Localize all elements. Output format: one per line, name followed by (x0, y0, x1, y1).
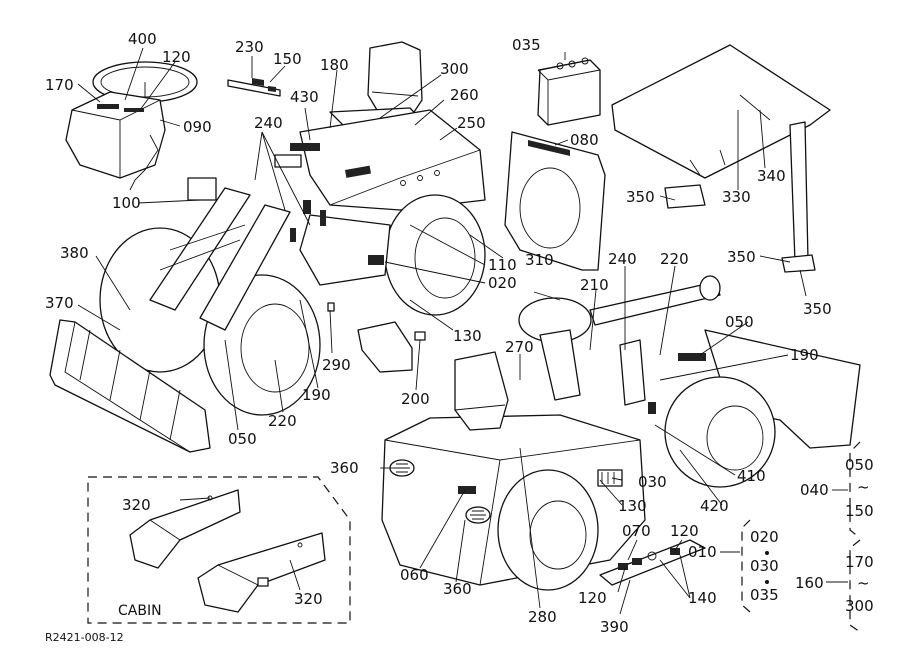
callout-270: 270 (505, 338, 534, 356)
radiator-shroud (504, 131, 606, 271)
callout-035-set: 035 (750, 586, 779, 604)
callout-350: 350 (727, 248, 756, 266)
callout-020: 020 (488, 274, 517, 292)
callout-290: 290 (322, 356, 351, 374)
callout-150: 150 (273, 50, 302, 68)
callout-210: 210 (580, 276, 609, 294)
callout-030: 030 (638, 473, 667, 491)
callout-400: 400 (128, 30, 157, 48)
floor-plate (599, 539, 706, 586)
wheel-loader-rear-view (381, 275, 861, 591)
callout-130: 130 (453, 327, 482, 345)
callout-240: 240 (608, 250, 637, 268)
callout-170-range: 170 (845, 553, 874, 571)
callout-130: 130 (618, 497, 647, 515)
callout-150-range: 150 (845, 502, 874, 520)
callout-370: 370 (45, 294, 74, 312)
callout-120: 120 (670, 522, 699, 540)
callout-050-range: 050 (845, 456, 874, 474)
callout-420: 420 (700, 497, 729, 515)
callout-320: 320 (294, 590, 323, 608)
callout-180: 180 (320, 56, 349, 74)
decal-strip (227, 78, 281, 97)
callout-020-set: 020 (750, 528, 779, 546)
callout-120: 120 (162, 48, 191, 66)
cabin-label: CABIN (118, 603, 162, 619)
callout-230: 230 (235, 38, 264, 56)
callout-300: 300 (440, 60, 469, 78)
callout-280: 280 (528, 608, 557, 626)
callout-390: 390 (600, 618, 629, 636)
callout-080: 080 (570, 131, 599, 149)
callout-260: 260 (450, 86, 479, 104)
set-dot (765, 551, 769, 555)
callout-140: 140 (688, 589, 717, 607)
callout-380: 380 (60, 244, 89, 262)
callout-040: 040 (800, 481, 829, 499)
callout-200: 200 (401, 390, 430, 408)
callout-010: 010 (688, 543, 717, 561)
callout-120: 120 (578, 589, 607, 607)
cabin-inset (87, 476, 351, 624)
callout-190: 190 (790, 346, 819, 364)
reference-brackets (720, 441, 861, 633)
callout-320: 320 (122, 496, 151, 514)
callout-410: 410 (737, 467, 766, 485)
canopy-roof (611, 44, 831, 273)
range-tilde: ~ (857, 478, 870, 496)
callout-labels: 400 120 170 090 230 150 180 430 300 260 … (45, 30, 874, 644)
callout-430: 430 (290, 88, 319, 106)
callout-360: 360 (443, 580, 472, 598)
drawing-code: R2421-008-12 (45, 631, 124, 644)
callout-240: 240 (254, 114, 283, 132)
callout-170: 170 (45, 76, 74, 94)
callout-090: 090 (183, 118, 212, 136)
range-tilde: ~ (857, 574, 870, 592)
callout-220: 220 (268, 412, 297, 430)
callout-190: 190 (302, 386, 331, 404)
callout-070: 070 (622, 522, 651, 540)
callout-160: 160 (795, 574, 824, 592)
callout-360: 360 (330, 459, 359, 477)
callout-110: 110 (488, 256, 517, 274)
callout-030-set: 030 (750, 557, 779, 575)
wheel-loader-side-view (49, 41, 486, 453)
callout-340: 340 (757, 167, 786, 185)
callout-350: 350 (803, 300, 832, 318)
callout-350: 350 (626, 188, 655, 206)
callout-060: 060 (400, 566, 429, 584)
callout-050: 050 (228, 430, 257, 448)
leader-lines (77, 47, 807, 615)
callout-330: 330 (722, 188, 751, 206)
battery (537, 57, 601, 126)
callout-310: 310 (525, 251, 554, 269)
callout-250: 250 (457, 114, 486, 132)
callout-300-range: 300 (845, 597, 874, 615)
callout-035: 035 (512, 36, 541, 54)
callout-220: 220 (660, 250, 689, 268)
callout-050: 050 (725, 313, 754, 331)
set-dot (765, 580, 769, 584)
callout-100: 100 (112, 194, 141, 212)
